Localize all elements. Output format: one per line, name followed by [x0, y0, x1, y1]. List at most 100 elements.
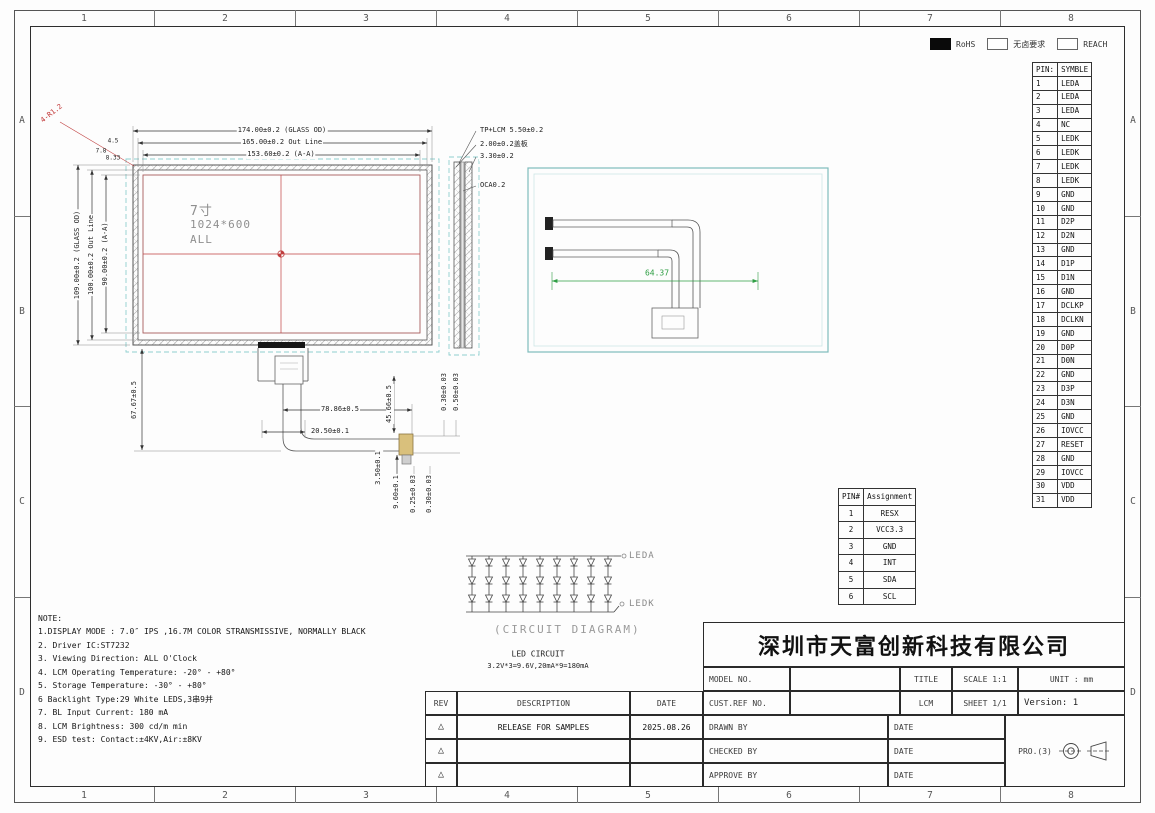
screen-resolution-label: 1024*600: [190, 218, 251, 231]
compliance-label: REACH: [1083, 39, 1108, 49]
title-value: LCM: [900, 691, 952, 715]
fpc-tail: [257, 348, 414, 465]
screen-all-label: ALL: [190, 233, 213, 246]
table-cell: RESX: [863, 504, 917, 523]
grid-col-2: 2: [154, 787, 295, 803]
side-stack-label-2: 2.00±0.2盖板: [479, 140, 529, 149]
table-cell: RESET: [1057, 437, 1093, 452]
table-cell: NC: [1057, 117, 1093, 133]
table-cell: GND: [1057, 325, 1093, 341]
scale-cell: SCALE 1:1: [952, 667, 1018, 691]
revision-triangle-icon: △: [437, 721, 445, 732]
side-stack-label-1: TP+LCM 5.50±0.2: [479, 126, 545, 135]
led-circuit-title: LED CIRCUIT: [510, 649, 566, 660]
screen-size-label: 7寸: [190, 204, 213, 219]
table-cell: 2: [1031, 89, 1059, 105]
table-cell: DCLKP: [1057, 298, 1093, 314]
note-line: 4. LCM Operating Temperature: -20° - +80…: [38, 667, 236, 677]
dim-thickness-4: 9.60±0.1: [392, 474, 401, 510]
table-cell: 31: [1031, 492, 1059, 508]
compliance-item: RoHS: [930, 38, 975, 50]
model-no-label: MODEL NO.: [703, 667, 790, 691]
revision-triangle-icon: △: [437, 769, 445, 780]
description-header: DESCRIPTION: [457, 691, 630, 715]
table-cell: GND: [1057, 409, 1093, 425]
grid-col-8: 8: [1000, 787, 1141, 803]
unit-cell: UNIT : mm: [1018, 667, 1125, 691]
compliance-item: REACH: [1057, 38, 1107, 50]
approve-by-label: APPROVE BY: [703, 763, 888, 787]
dim-thickness-1: 0.30±0.03: [440, 372, 449, 412]
checked-by-label: CHECKED BY: [703, 739, 888, 763]
version-cell: Version: 1: [1018, 691, 1125, 715]
compliance-label: 无卤要求: [1013, 39, 1046, 49]
note-line: 6 Backlight Type:29 White LEDS,3串9并: [38, 694, 213, 704]
release-description: RELEASE FOR SAMPLES: [457, 715, 630, 739]
table-cell: GND: [863, 537, 917, 556]
third-angle-projection-icon: [1058, 741, 1111, 761]
table-cell: 2: [837, 521, 865, 539]
drawn-date-label: DATE: [888, 715, 1005, 739]
dim-glass-od-width: 174.00±0.2 (GLASS OD): [236, 126, 328, 135]
back-view: [527, 167, 829, 353]
dim-fpc-height: 45.66±0.5: [385, 384, 394, 424]
table-cell: LEDK: [1057, 159, 1093, 175]
grid-col-2: 2: [154, 10, 295, 26]
note-line: 9. ESD test: Contact:±4KV,Air:±8KV: [38, 734, 202, 744]
grid-row-C: C: [14, 406, 30, 597]
rev-mark-1: △: [425, 715, 457, 739]
table-cell: D3P: [1057, 381, 1093, 397]
table-cell: 8: [1031, 173, 1059, 189]
title-label: TITLE: [900, 667, 952, 691]
rev-mark-2: △: [425, 739, 457, 763]
table-header-cell: Assignment: [863, 488, 917, 506]
table-cell: 24: [1031, 395, 1059, 411]
rev-row-3-description: [457, 763, 630, 787]
dim-border-1: 4.5: [107, 137, 119, 145]
compliance-checkbox-icon: [930, 38, 951, 50]
compliance-badges: RoHS 无卤要求 REACH: [930, 36, 1107, 52]
table-cell: 20: [1031, 339, 1059, 355]
ledk-label: LEDK: [629, 599, 655, 609]
cust-ref-label: CUST.REF NO.: [703, 691, 790, 715]
touch-pin-table-header: PIN#Assignment: [837, 488, 917, 506]
dim-outline-width: 165.00±0.2 Out Line: [240, 138, 324, 147]
dim-active-area-width: 153.60±0.2 (A-A): [246, 150, 316, 159]
table-cell: 1: [837, 504, 865, 523]
led-circuit: [466, 553, 627, 613]
grid-row-D: D: [1125, 596, 1141, 788]
grid-row-D: D: [14, 596, 30, 788]
table-cell: SDA: [863, 570, 917, 589]
dim-thickness-3: 3.50±0.1: [374, 450, 383, 486]
checked-date-label: DATE: [888, 739, 1005, 763]
table-cell: 6: [837, 587, 865, 606]
table-cell: 4: [837, 554, 865, 572]
table-header-cell: PIN:: [1031, 62, 1059, 77]
table-cell: 17: [1031, 298, 1059, 314]
table-cell: LEDA: [1057, 89, 1093, 105]
grid-col-3: 3: [295, 10, 436, 26]
table-cell: 1: [1031, 75, 1059, 91]
table-cell: 30: [1031, 478, 1059, 494]
front-view: [125, 158, 440, 353]
table-cell: LEDA: [1057, 75, 1093, 91]
table-cell: 19: [1031, 325, 1059, 341]
table-cell: D1N: [1057, 270, 1093, 286]
table-cell: D0N: [1057, 353, 1093, 369]
